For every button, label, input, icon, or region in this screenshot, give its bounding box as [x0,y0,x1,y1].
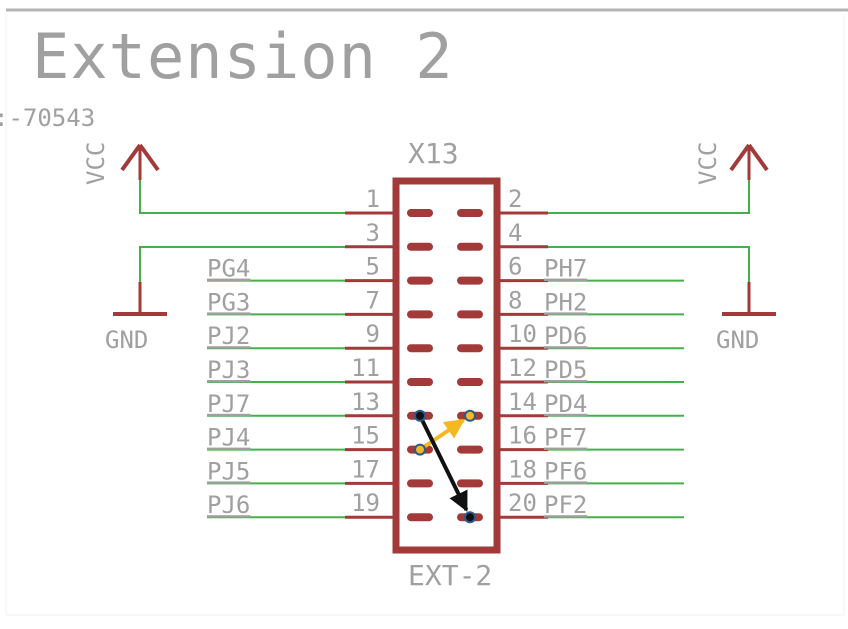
pin-left-19: 19 PJ6 [207,489,396,519]
marker-dot-end [464,409,476,422]
connector-name: X13 [408,137,459,170]
black-arrow [418,414,469,512]
net-label: PH2 [544,288,587,316]
pin-pad [457,242,483,251]
pin-pad [457,209,483,217]
pin-pad [407,513,433,522]
net-label: PJ3 [207,356,250,384]
pin-right-8: 8 PH2 [497,286,684,316]
pin-pad [457,276,483,285]
pin-number: 6 [508,253,522,281]
pin-pad [407,344,433,353]
pin-number: 1 [366,185,380,213]
net-label: PJ4 [207,424,250,452]
pin-left-3: 3 [345,219,396,249]
pin-number: 2 [508,185,522,213]
pin-left-11: 11 PJ3 [207,354,396,384]
net-label: PJ5 [207,457,250,485]
pin-number: 15 [351,422,380,450]
pin-left-17: 17 PJ5 [207,455,396,485]
partial-label: :-70543 [0,104,95,132]
pin-pad [457,310,483,319]
pin-right-2: 2 [497,185,548,215]
net-label: PJ2 [207,322,250,350]
net-label: PG4 [207,255,250,283]
pin-pad [457,344,483,353]
pin-pad [407,378,433,386]
pin-number: 13 [351,388,380,416]
net-label: PF6 [544,457,587,485]
connector-body [392,177,501,554]
pin-left-9: 9 PJ2 [207,320,396,350]
pin-right-4: 4 [497,219,548,249]
net-label: PF2 [544,491,587,519]
pin-left-13: 13 PJ7 [207,388,396,418]
pin-number: 16 [508,422,537,450]
pin-number: 18 [508,455,537,483]
net-label: PD5 [544,356,587,384]
pin-number: 5 [366,253,380,281]
annotation-layer [414,409,476,524]
gnd-label-right: GND [716,326,759,354]
pin-pad [407,242,433,251]
pin-pad [407,276,433,285]
marker-dot-start [414,443,426,456]
gnd-symbol-right: GND [548,246,776,354]
net-label: PG3 [207,288,250,316]
net-label: PJ7 [207,390,250,418]
connector-value: EXT-2 [408,559,492,592]
marker-dot-end [464,511,476,524]
pin-number: 3 [366,219,380,247]
net-label: PD4 [544,390,587,418]
gnd-symbol-left: GND [105,246,345,354]
connector-pins: 135PG47PG39PJ211PJ313PJ715PJ417PJ519PJ62… [207,185,684,522]
vcc-label-left: VCC [82,142,110,185]
pin-pad [457,445,483,454]
pin-pad [407,209,433,217]
pin-pad [457,479,483,488]
sheet-title: Extension 2 [32,20,454,93]
vcc-symbol-right: VCC [548,142,769,214]
orange-arrow [418,418,466,452]
pin-left-1: 1 [345,185,396,215]
pin-right-6: 6 PH7 [497,253,684,283]
pin-number: 19 [351,489,380,517]
pin-number: 10 [508,320,537,348]
pin-left-15: 15 PJ4 [207,422,396,452]
net-label: PJ6 [207,491,250,519]
pin-number: 11 [351,354,380,382]
pin-number: 7 [366,286,380,314]
pin-pad [457,378,483,386]
pin-number: 14 [508,388,537,416]
pin-number: 9 [366,320,380,348]
net-label: PF7 [544,424,587,452]
net-label: PH7 [544,255,587,283]
vcc-symbol-left: VCC [82,142,345,214]
marker-dot-start [414,409,426,422]
pin-left-7: 7 PG3 [207,286,396,316]
pin-number: 17 [351,455,380,483]
pin-number: 12 [508,354,537,382]
pin-pad [407,479,433,488]
pin-left-5: 5 PG4 [207,253,396,283]
vcc-label-right: VCC [694,142,722,185]
pin-number: 4 [508,219,522,247]
gnd-label-left: GND [105,326,148,354]
pin-number: 20 [508,489,537,517]
pin-number: 8 [508,286,522,314]
pin-pad [407,310,433,319]
net-label: PD6 [544,322,587,350]
